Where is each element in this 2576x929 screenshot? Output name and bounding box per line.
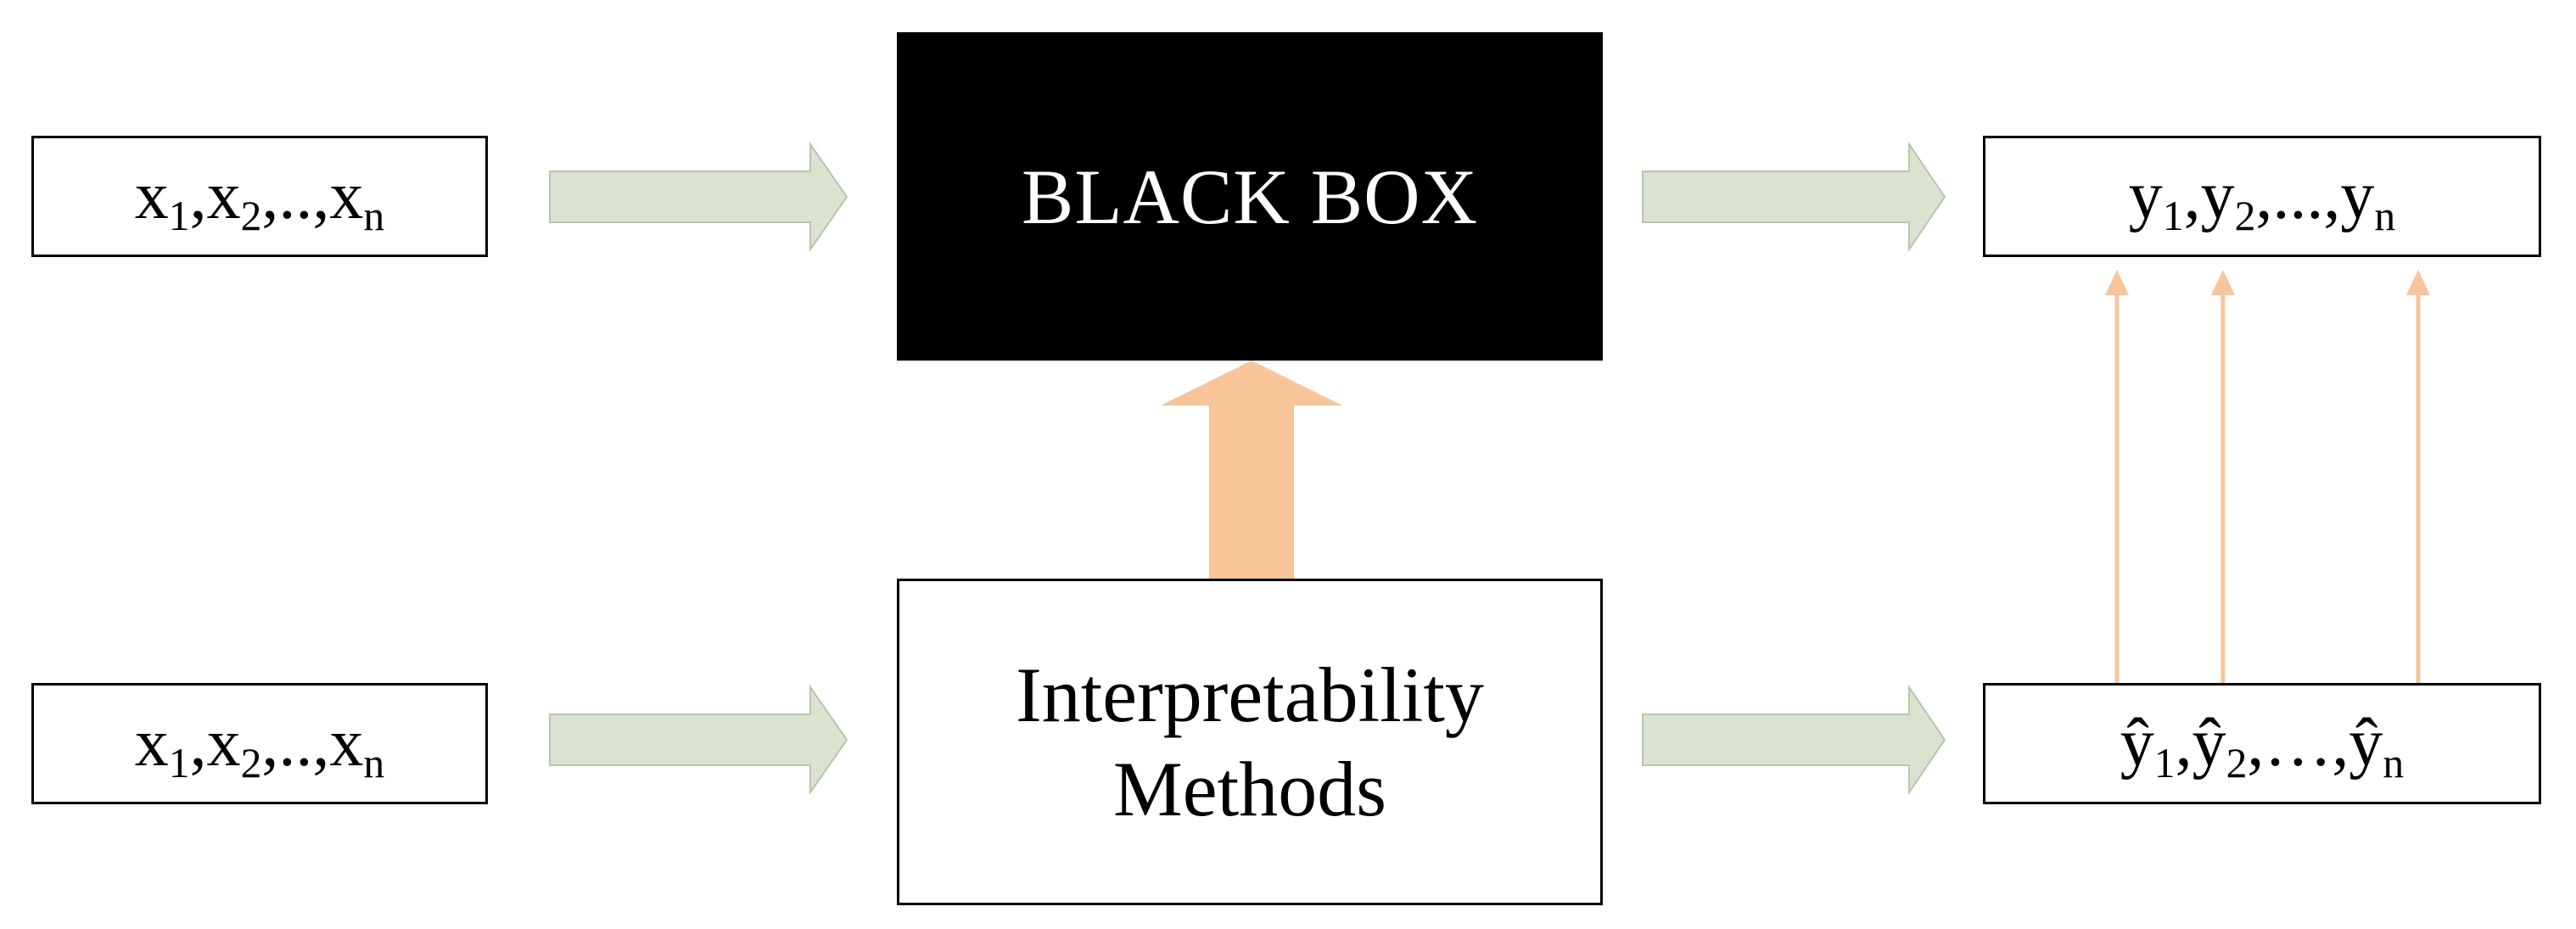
arrow-input-to-methods xyxy=(549,684,848,796)
arrow-approx-to-true-1 xyxy=(2105,270,2129,683)
output-box-approx: ŷ1,ŷ2,…,ŷn xyxy=(1983,683,2541,804)
input-top-expression: x1,x2,..,xn xyxy=(134,159,385,239)
black-box-label: BLACK BOX xyxy=(1021,153,1479,240)
black-box-model: BLACK BOX xyxy=(897,32,1603,361)
methods-label-line1: Interpretability xyxy=(1016,652,1484,739)
methods-label-line2: Methods xyxy=(1113,745,1386,832)
arrow-input-to-blackbox xyxy=(549,141,848,253)
input-box-bottom: x1,x2,..,xn xyxy=(31,683,488,804)
output-box-true: y1,y2,...,yn xyxy=(1983,136,2541,257)
arrow-approx-to-true-n xyxy=(2406,270,2430,683)
output-true-expression: y1,y2,...,yn xyxy=(2128,159,2396,239)
interpretability-methods-box: Interpretability Methods xyxy=(897,579,1603,905)
output-approx-expression: ŷ1,ŷ2,…,ŷn xyxy=(2120,706,2405,786)
input-bottom-expression: x1,x2,..,xn xyxy=(134,706,385,786)
input-box-top: x1,x2,..,xn xyxy=(31,136,488,257)
arrow-methods-to-blackbox xyxy=(1161,361,1342,579)
arrow-methods-to-approx-output xyxy=(1642,684,1946,796)
arrow-approx-to-true-2 xyxy=(2211,270,2235,683)
arrow-blackbox-to-output xyxy=(1642,141,1946,253)
